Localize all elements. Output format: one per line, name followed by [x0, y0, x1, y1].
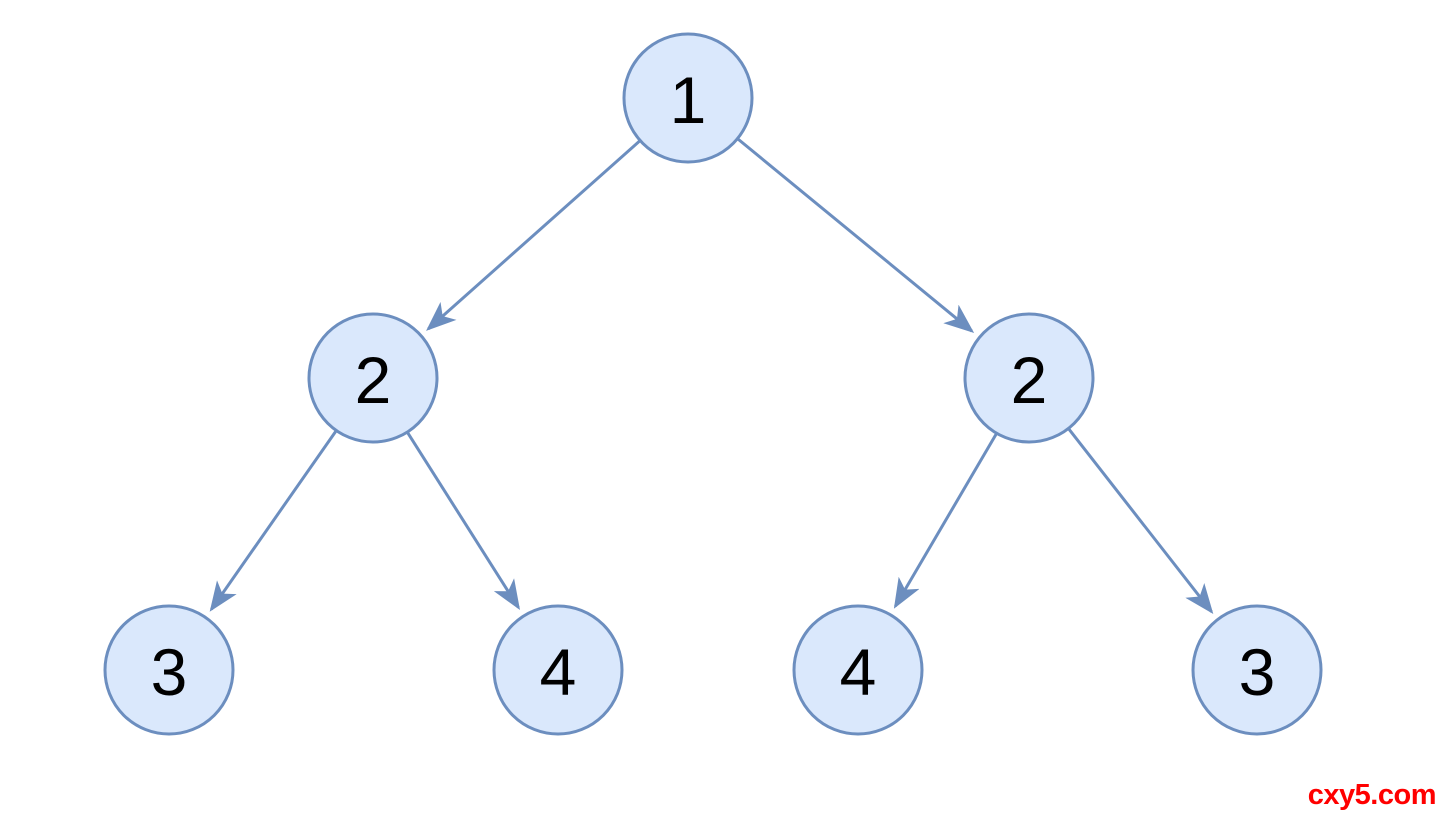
- tree-edge: [426, 139, 642, 331]
- nodes-layer: 1 2 2 3 4 4 3: [103, 32, 1323, 736]
- node-circle[interactable]: [622, 32, 754, 164]
- node-circle[interactable]: [1191, 604, 1323, 736]
- node-label: 2: [1011, 343, 1048, 417]
- tree-node[interactable]: 4: [492, 604, 624, 736]
- node-circle[interactable]: [492, 604, 624, 736]
- node-label: 3: [1239, 635, 1276, 709]
- tree-node[interactable]: 3: [1191, 604, 1323, 736]
- tree-edge: [736, 137, 975, 333]
- node-label: 4: [840, 635, 877, 709]
- node-label: 1: [670, 63, 707, 137]
- node-circle[interactable]: [792, 604, 924, 736]
- tree-node[interactable]: 3: [103, 604, 235, 736]
- node-label: 3: [151, 635, 188, 709]
- node-label: 4: [540, 635, 577, 709]
- node-label: 2: [355, 343, 392, 417]
- tree-edge: [893, 432, 998, 609]
- watermark-label: cxy5.com: [1307, 779, 1437, 811]
- node-circle[interactable]: [307, 312, 439, 444]
- node-circle[interactable]: [963, 312, 1095, 444]
- tree-edge: [405, 431, 521, 611]
- tree-edge: [209, 429, 338, 612]
- node-circle[interactable]: [103, 604, 235, 736]
- edges-layer: [209, 137, 1214, 615]
- tree-node[interactable]: 2: [307, 312, 439, 444]
- tree-node[interactable]: 1: [622, 32, 754, 164]
- tree-node[interactable]: 2: [963, 312, 1095, 444]
- tree-node[interactable]: 4: [792, 604, 924, 736]
- tree-edge: [1067, 427, 1214, 615]
